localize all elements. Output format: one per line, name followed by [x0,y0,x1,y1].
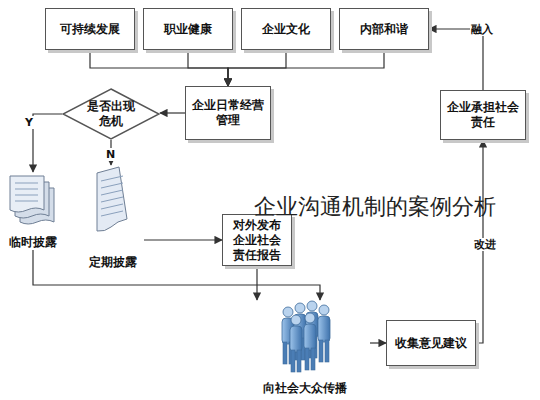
node-text: 内部和谐 [360,22,408,37]
process-box: 企业承担社会责任 [440,90,526,140]
edge-label: N [105,148,116,161]
process-box: 对外发布企业社会责任报告 [222,214,292,266]
node-text: 企业日常经营管理 [192,98,264,128]
audience-icon-node: 向社会大众传播 [240,300,370,396]
node-text: 可持续发展 [60,22,120,37]
node-text: 向社会大众传播 [263,381,347,396]
flow-connector [33,114,62,172]
decision-diamond: 是否出现危机 [62,88,160,140]
node-text: 企业承担社会责任 [447,100,519,130]
flow-connector [228,50,384,86]
process-box: 内部和谐 [339,8,429,50]
node-text: 对外发布企业社会责任报告 [229,218,285,263]
doc-icon [82,165,144,270]
process-box: 收集意见建议 [386,320,476,366]
diagram-title: 企业沟通机制的案例分析 [254,192,496,222]
flow-connector [90,50,228,86]
process-box: 企业文化 [241,8,331,50]
flow-connector [144,239,222,240]
node-text: 临时披露 [9,235,57,250]
flow-connector [256,266,257,300]
document-icon-node: 定期披露 [82,165,144,270]
process-box: 职业健康 [143,8,233,50]
flow-connector [429,29,483,90]
node-text: 是否出现危机 [84,99,138,129]
edge-label: 融入 [470,23,494,36]
node-text: 收集意见建议 [395,336,467,351]
node-text: 职业健康 [164,22,212,37]
node-text: 定期披露 [89,255,137,270]
flow-connector [160,112,185,113]
node-text: 企业文化 [262,22,310,37]
flow-connector [370,342,386,343]
flow-connector [188,50,228,86]
edge-label: 改进 [473,238,497,251]
edge-label: Y [24,116,34,129]
document-icon-node: 临时披露 [4,172,62,250]
process-box: 可持续发展 [45,8,135,50]
process-box: 企业日常经营管理 [185,86,271,140]
